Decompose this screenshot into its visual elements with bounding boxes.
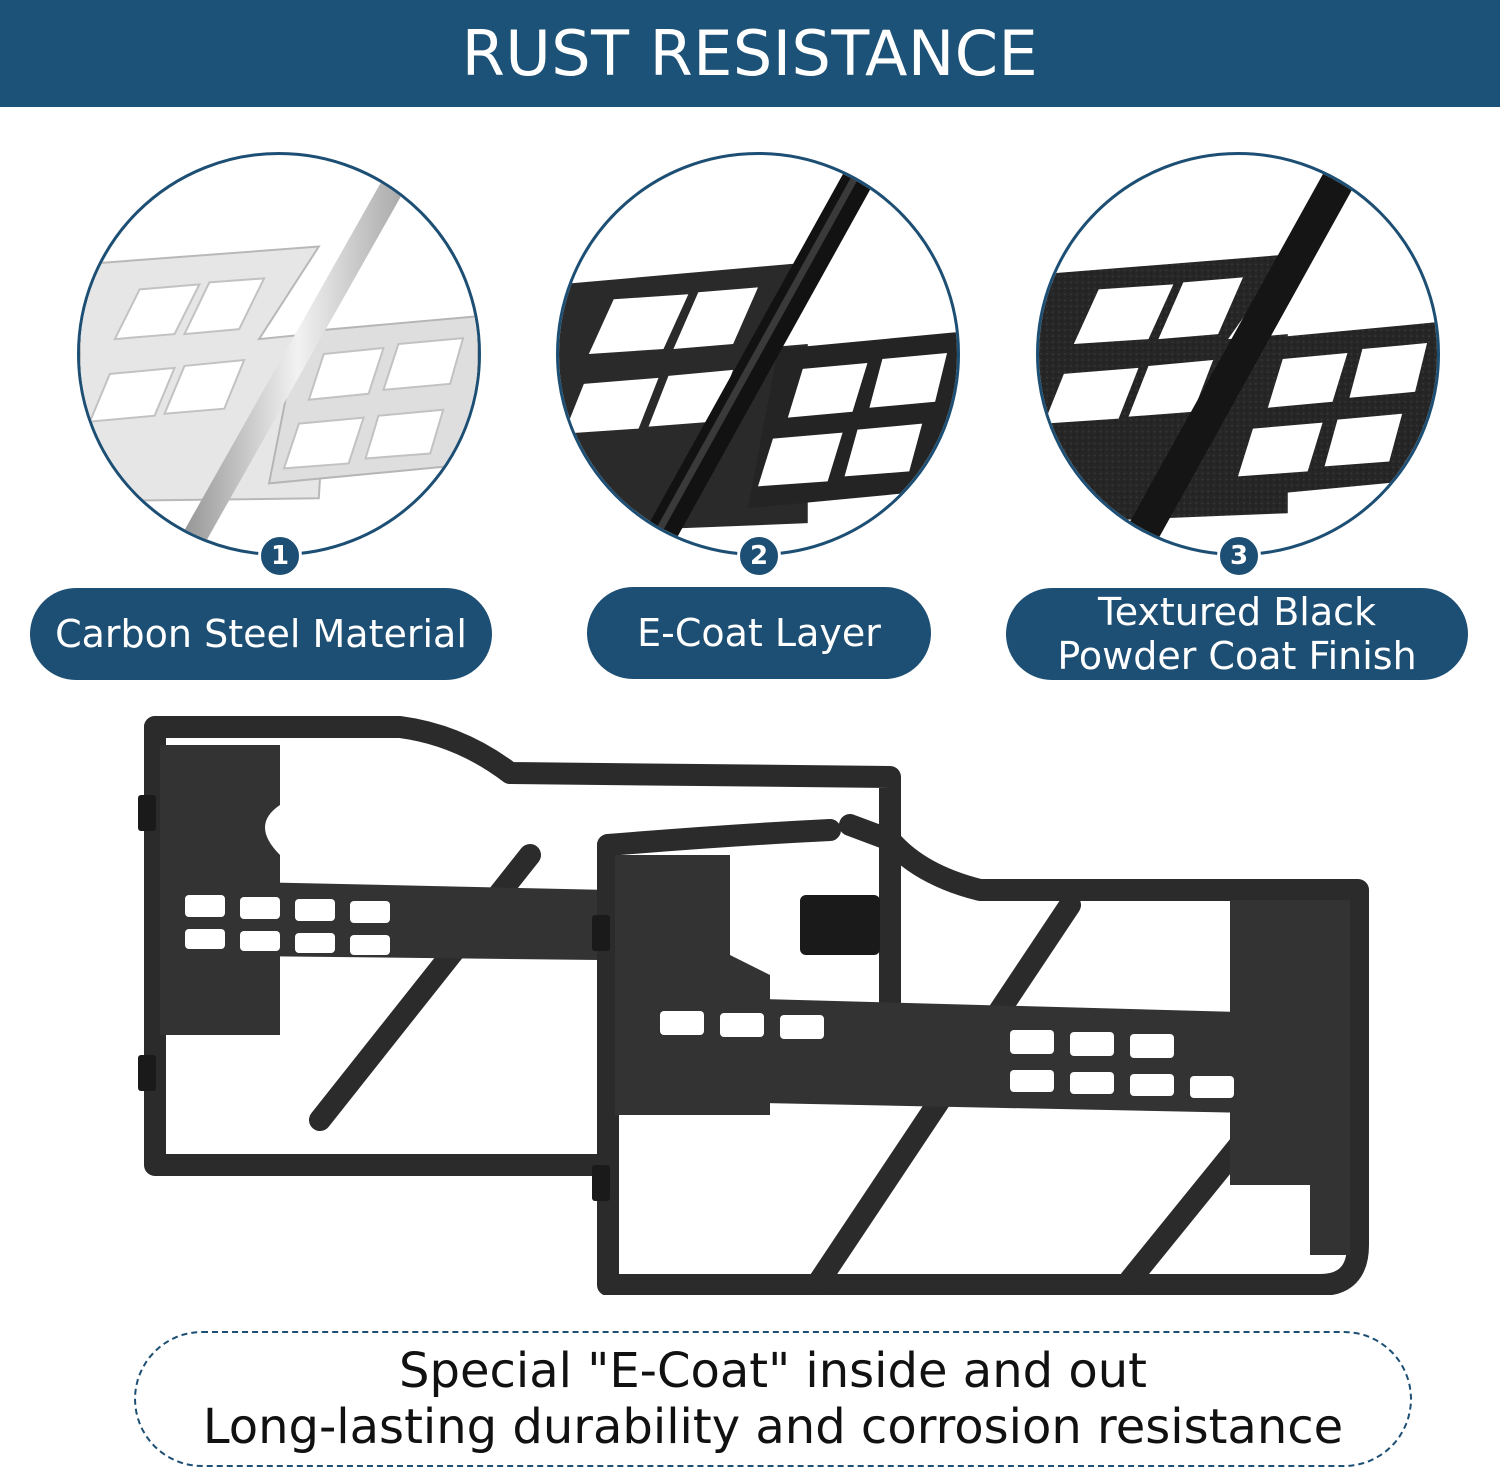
product-image-tube-doors <box>130 715 1370 1295</box>
footer-callout: Special "E-Coat" inside and out Long-las… <box>134 1331 1412 1467</box>
page-title: RUST RESISTANCE <box>461 17 1039 90</box>
header-banner: RUST RESISTANCE <box>0 0 1500 107</box>
layer-label-carbon-steel: Carbon Steel Material <box>30 588 492 680</box>
footer-line-2: Long-lasting durability and corrosion re… <box>202 1399 1344 1455</box>
layer-label-text-line1: Textured Black <box>1097 590 1377 634</box>
tube-doors-illustration <box>138 716 1369 1295</box>
material-circle-carbon-steel <box>77 152 481 556</box>
step-number-badge: 2 <box>737 534 781 578</box>
layer-label-powder-coat: Textured Black Powder Coat Finish <box>1006 588 1468 680</box>
ecoat-sample-illustration <box>559 155 957 553</box>
layer-label-text: Carbon Steel Material <box>55 612 467 656</box>
carbon-steel-sample-illustration <box>80 155 478 553</box>
layer-label-ecoat: E-Coat Layer <box>587 587 931 679</box>
layer-label-text: E-Coat Layer <box>637 611 881 655</box>
layer-label-text-line2: Powder Coat Finish <box>1057 634 1417 678</box>
step-number-badge: 3 <box>1217 534 1261 578</box>
powder-coat-sample-illustration <box>1039 155 1437 553</box>
material-circle-ecoat <box>556 152 960 556</box>
footer-line-1: Special "E-Coat" inside and out <box>399 1343 1147 1399</box>
material-circle-powder-coat <box>1036 152 1440 556</box>
step-number-badge: 1 <box>258 534 302 578</box>
